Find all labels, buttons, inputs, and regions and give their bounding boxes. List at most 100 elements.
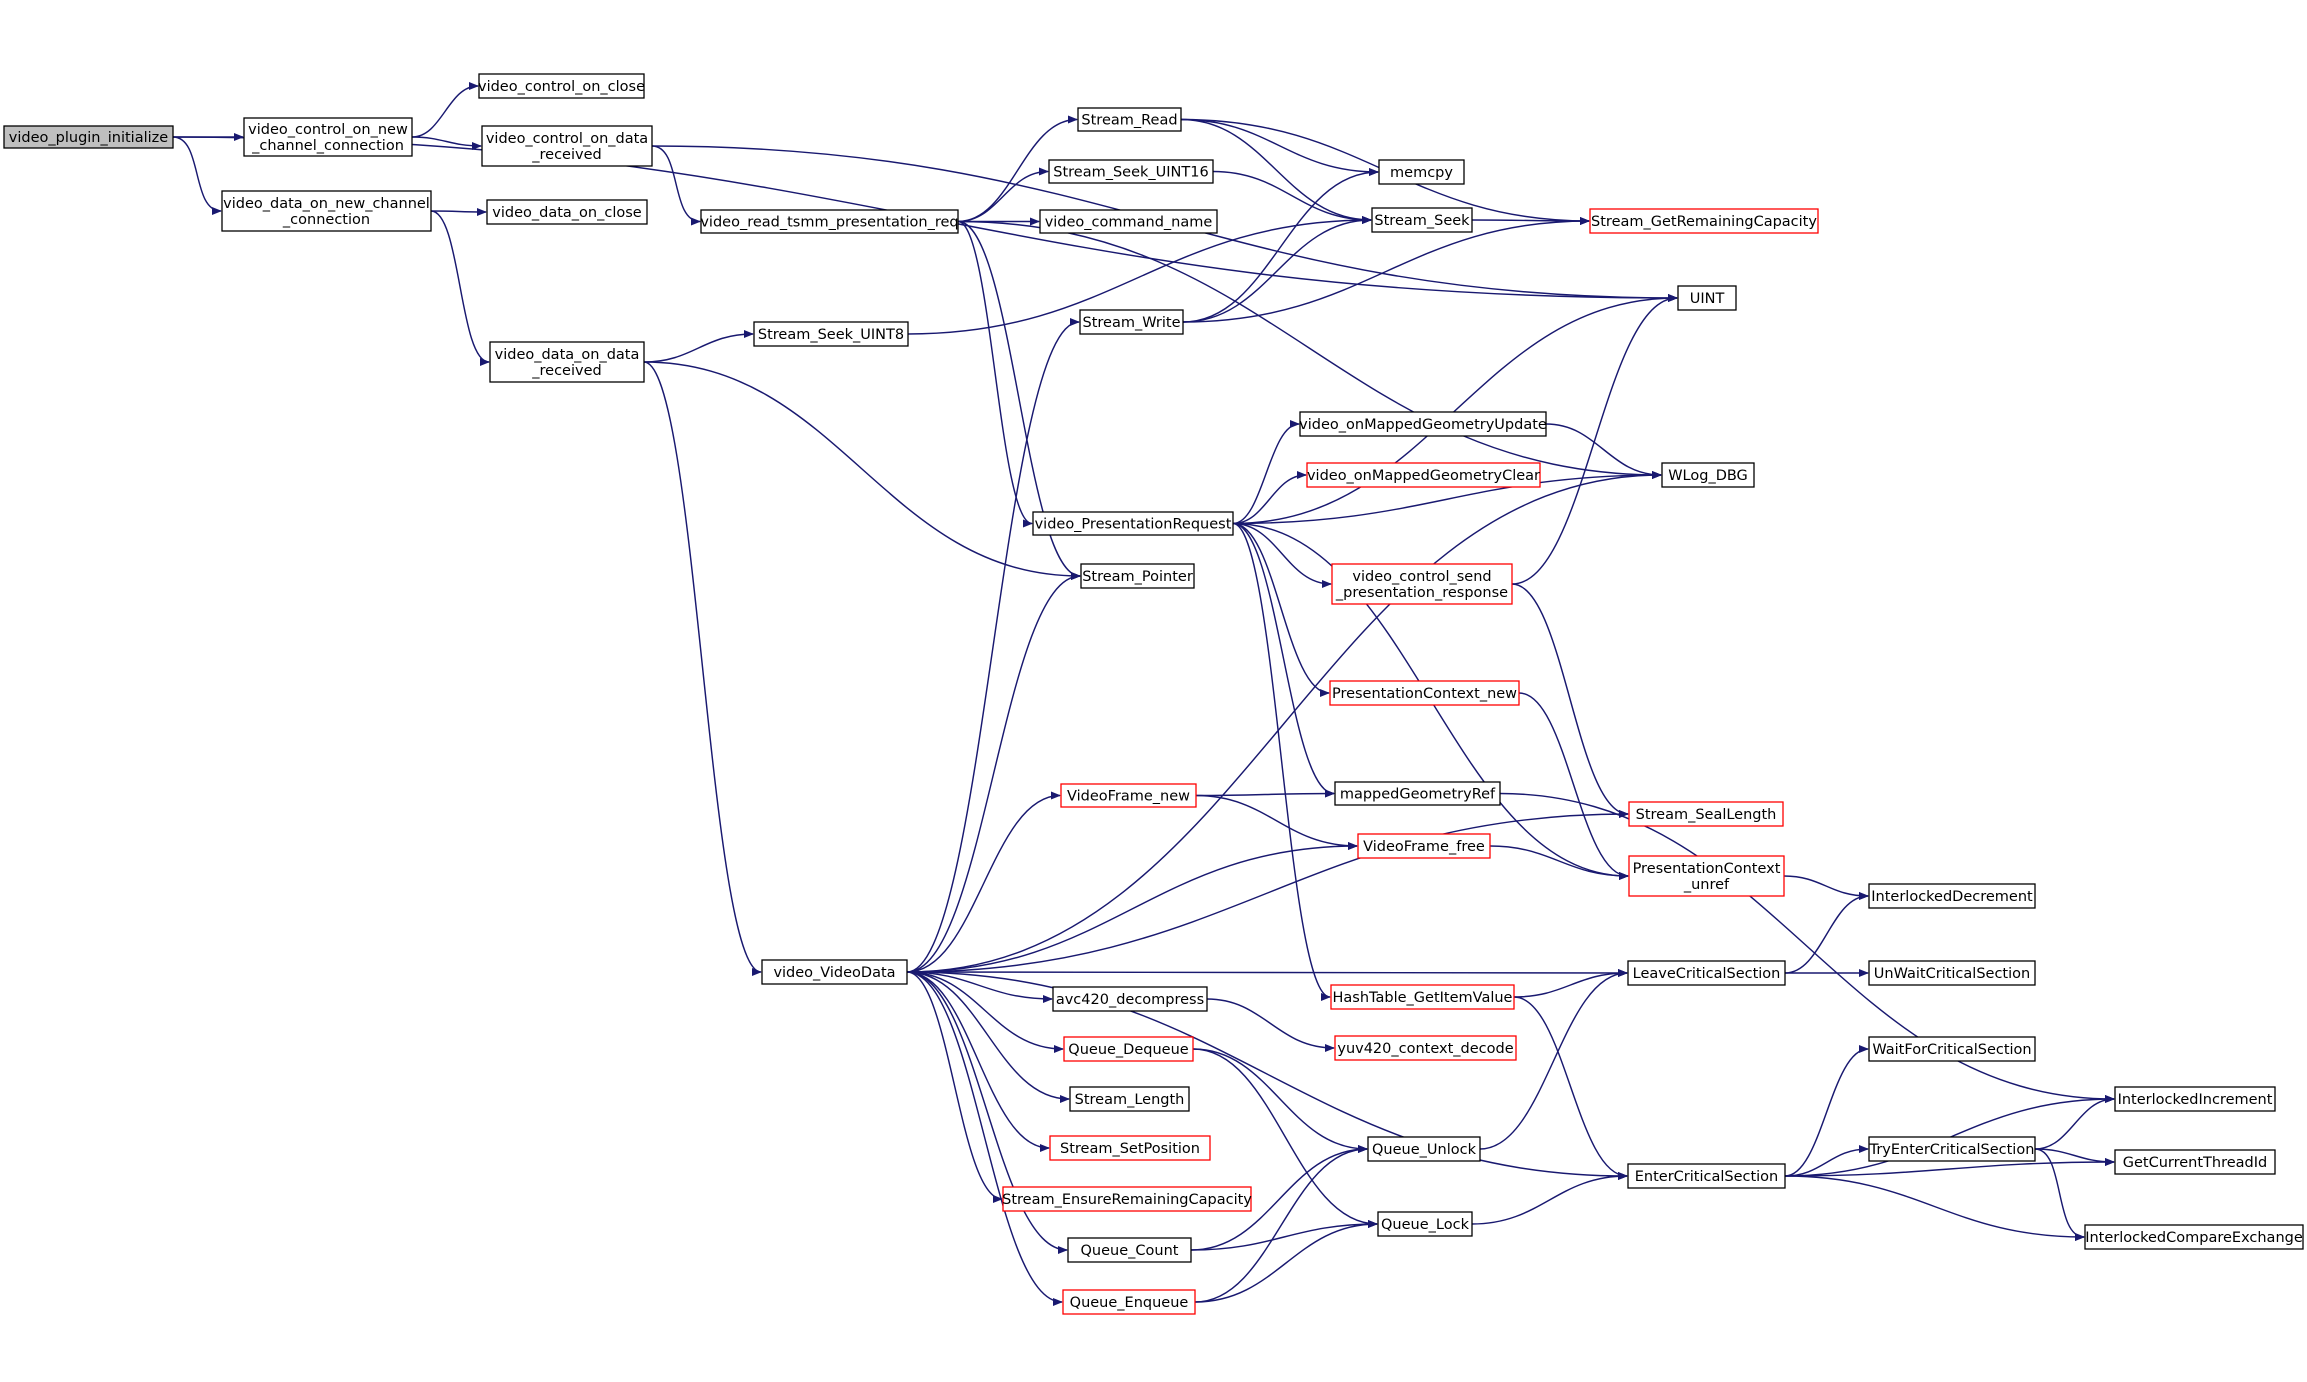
node-hget[interactable]: HashTable_GetItemValue [1330,984,1515,1010]
node-seek8[interactable]: Stream_Seek_UINT8 [753,321,909,347]
node-data_recv[interactable]: video_data_on_data_received [489,341,645,383]
node-wfcs[interactable]: WaitForCriticalSection [1868,1036,2036,1062]
node-box [700,209,959,234]
node-iinc[interactable]: InterlockedIncrement [2114,1086,2276,1112]
node-label: video_onMappedGeometryClear [1307,468,1540,484]
node-label: video_control_on_data [486,131,648,147]
node-serc[interactable]: Stream_EnsureRemainingCapacity [1002,1186,1252,1212]
node-box [1334,1035,1517,1061]
edge-qdeq-to-qlock [1192,1048,1378,1228]
node-box [1080,563,1195,589]
edge-enter-to-wfcs [1784,1045,1869,1177]
node-idec[interactable]: InterlockedDecrement [1868,883,2036,909]
edge-avc-to-yuv [1206,998,1335,1052]
edge-vd-to-slen [906,971,1070,1103]
node-leave[interactable]: LeaveCriticalSection [1627,960,1786,986]
node-data_new[interactable]: video_data_on_new_channel_connection [221,190,432,232]
node-box [1628,801,1784,827]
edge-read_req-to-sptr [957,220,1081,580]
edge-pcnew-to-pcunref [1518,692,1629,880]
node-vffree[interactable]: VideoFrame_free [1357,833,1491,859]
node-sread[interactable]: Stream_Read [1077,107,1182,132]
node-seal[interactable]: Stream_SealLength [1628,801,1784,827]
node-box [221,190,432,232]
edge-presreq-to-wlog [1232,471,1662,525]
edge-sendresp-to-seal [1511,583,1629,818]
node-box [1299,411,1547,437]
edge-qenq-to-qunlock [1194,1145,1368,1303]
node-root[interactable]: video_plugin_initialize [3,125,174,149]
edge-vd-to-vfnew [906,791,1061,973]
edge-root-to-data_new [172,136,222,215]
node-qcount[interactable]: Queue_Count [1067,1237,1192,1263]
edge-vd-to-wlog [906,471,1662,973]
node-memcpy[interactable]: memcpy [1378,159,1465,185]
node-qenq[interactable]: Queue_Enqueue [1062,1289,1196,1315]
node-data_close[interactable]: video_data_on_close [486,199,648,225]
edges-layer [172,82,2115,1306]
node-label: _received [531,147,601,163]
node-unwait[interactable]: UnWaitCriticalSection [1868,960,2036,986]
node-label: Stream_Length [1075,1092,1185,1108]
node-geomclr[interactable]: video_onMappedGeometryClear [1306,462,1541,488]
node-box [2084,1224,2304,1250]
node-read_req[interactable]: video_read_tsmm_presentation_req [700,209,959,234]
edge-vd-to-enter [906,971,1628,1180]
node-label: video_data_on_data [495,347,640,363]
node-box [1627,960,1786,986]
node-label: LeaveCriticalSection [1633,966,1781,982]
node-pcunref[interactable]: PresentationContext_unref [1628,855,1785,897]
node-geomupd[interactable]: video_onMappedGeometryUpdate [1299,411,1547,437]
node-uint[interactable]: UINT [1677,285,1737,311]
node-ctrl_close[interactable]: video_control_on_close [478,73,645,99]
node-pcnew[interactable]: PresentationContext_new [1329,680,1520,706]
node-box [1868,1136,2036,1162]
node-vfnew[interactable]: VideoFrame_new [1060,783,1197,808]
edge-ctrl_recv-to-read_req [651,145,701,226]
edge-vd-to-spos [906,971,1050,1152]
node-swrite[interactable]: Stream_Write [1079,309,1184,335]
node-yuv[interactable]: yuv420_context_decode [1334,1035,1517,1061]
edge-data_recv-to-sptr [643,361,1081,580]
node-spos[interactable]: Stream_SetPosition [1049,1135,1211,1161]
node-gct[interactable]: GetCurrentThreadId [2114,1149,2276,1175]
edge-data_recv-to-vd [643,361,762,976]
node-ctrl_new[interactable]: video_control_on_new_channel_connection [243,117,413,157]
node-ctrl_recv[interactable]: video_control_on_data_received [481,125,653,167]
node-box [1330,984,1515,1010]
node-mgref[interactable]: mappedGeometryRef [1334,781,1501,806]
edge-sendresp-to-uint [1511,294,1678,585]
node-avc[interactable]: avc420_decompress [1052,986,1208,1012]
node-box [243,117,413,157]
node-box [1039,209,1218,234]
node-grc[interactable]: Stream_GetRemainingCapacity [1589,208,1819,234]
edge-seek16-to-sseek [1212,170,1372,224]
node-sendresp[interactable]: video_control_send_presentation_response [1331,563,1513,605]
node-label: PresentationContext [1633,861,1781,877]
node-qdeq[interactable]: Queue_Dequeue [1063,1036,1194,1062]
node-box [1868,883,2036,909]
node-cmdname[interactable]: video_command_name [1039,209,1218,234]
node-enter[interactable]: EnterCriticalSection [1627,1163,1786,1189]
node-vd[interactable]: video_VideoData [761,959,908,985]
node-icx[interactable]: InterlockedCompareExchange [2084,1224,2304,1250]
node-label: Stream_Write [1083,315,1181,331]
node-wlog[interactable]: WLog_DBG [1661,462,1755,488]
node-seek16[interactable]: Stream_Seek_UINT16 [1048,159,1214,184]
node-box [1868,1036,2036,1062]
node-box [481,125,653,167]
node-qunlock[interactable]: Queue_Unlock [1367,1136,1481,1162]
node-presreq[interactable]: video_PresentationRequest [1032,511,1234,536]
edge-presreq-to-sendresp [1232,522,1332,588]
node-slen[interactable]: Stream_Length [1069,1086,1190,1112]
node-label: _received [531,363,601,379]
node-sptr[interactable]: Stream_Pointer [1080,563,1195,589]
node-box [753,321,909,347]
node-qlock[interactable]: Queue_Lock [1377,1211,1473,1237]
edge-vd-to-leave [906,968,1628,977]
node-box [1331,563,1513,605]
node-box [1062,1289,1196,1315]
node-tryenter[interactable]: TryEnterCriticalSection [1868,1136,2036,1162]
node-label: TryEnterCriticalSection [1869,1142,2035,1158]
node-sseek[interactable]: Stream_Seek [1371,207,1473,233]
